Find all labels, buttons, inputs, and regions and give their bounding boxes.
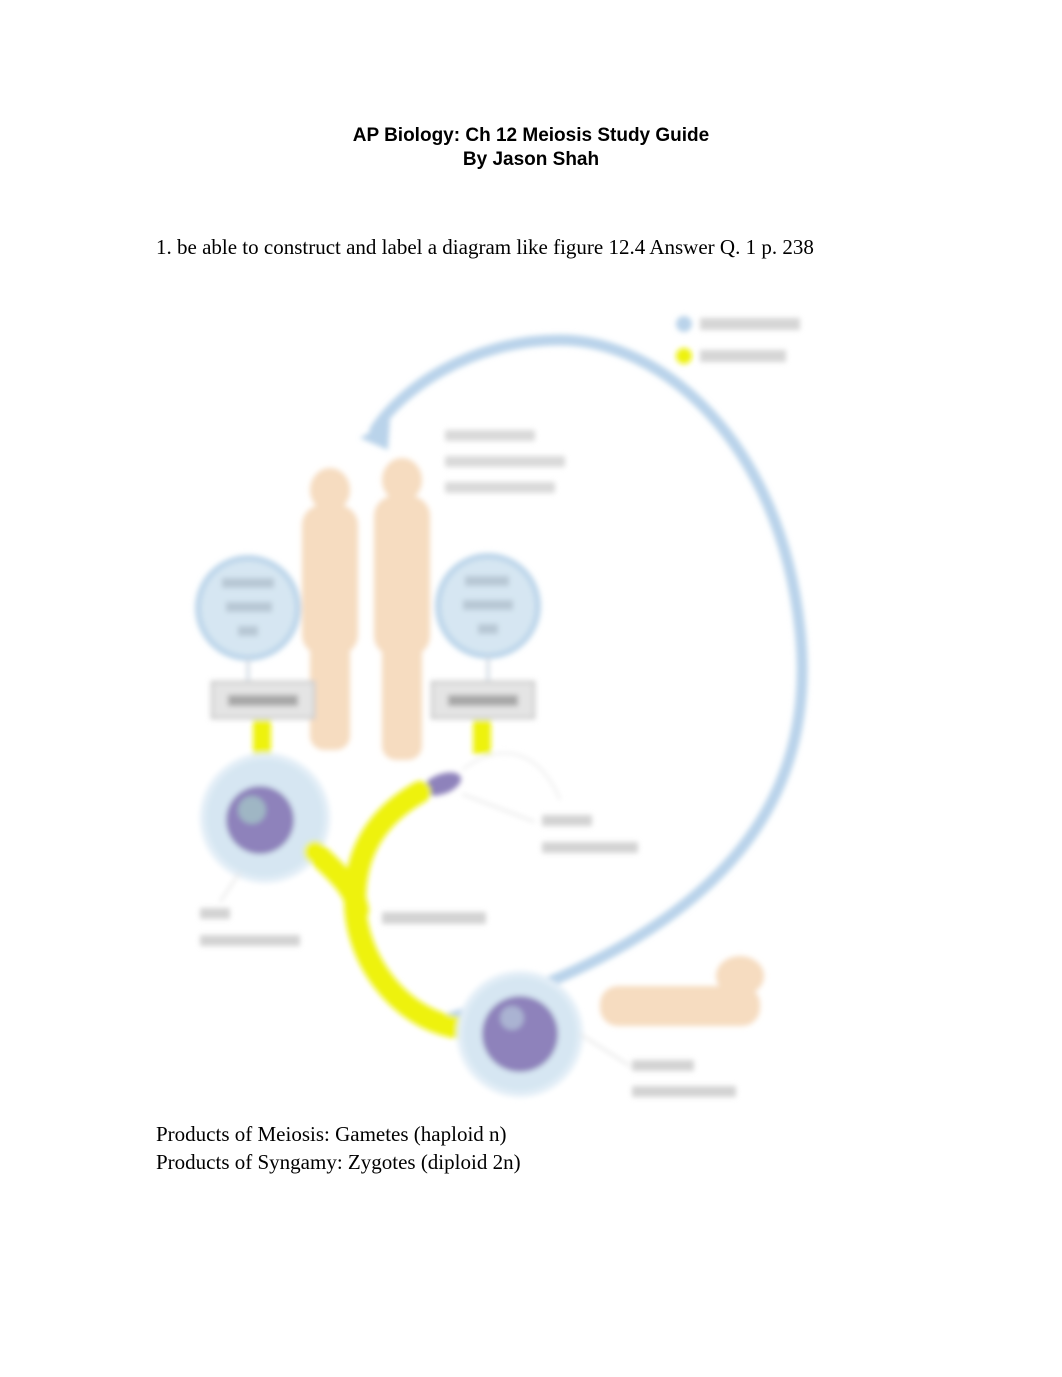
legend-diploid-label xyxy=(700,318,800,330)
answers: Products of Meiosis: Gametes (haploid n)… xyxy=(156,1120,521,1176)
page-author: By Jason Shah xyxy=(462,149,600,170)
fertilization-arrow xyxy=(343,781,471,1039)
legend-haploid-label xyxy=(700,350,786,362)
baby-figure xyxy=(600,956,764,1026)
male-gonad xyxy=(435,553,541,659)
label-egg xyxy=(200,908,300,946)
meiosis-box-right xyxy=(430,680,536,720)
life-cycle-diagram xyxy=(195,316,808,1097)
fertilization-arrow-branch xyxy=(304,841,369,921)
legend xyxy=(676,316,800,364)
legend-haploid-swatch xyxy=(676,348,692,364)
diploid-arrow-head xyxy=(360,420,390,450)
label-fertilization xyxy=(382,912,486,924)
female-gonad xyxy=(195,555,301,661)
egg-cell xyxy=(200,753,330,883)
haploid-arrow-left xyxy=(253,720,271,754)
label-sperm xyxy=(542,815,638,853)
annotation-organism xyxy=(445,430,565,493)
answer-syngamy: Products of Syngamy: Zygotes (diploid 2n… xyxy=(156,1150,521,1174)
title-block: AP Biology: Ch 12 Meiosis Study Guide By… xyxy=(0,124,1062,172)
answer-meiosis: Products of Meiosis: Gametes (haploid n) xyxy=(156,1122,507,1146)
diploid-arrow xyxy=(369,334,808,1024)
question-1: 1. be able to construct and label a diag… xyxy=(156,235,814,259)
legend-diploid-swatch xyxy=(676,316,692,332)
label-zygote xyxy=(632,1060,736,1097)
human-figures xyxy=(302,458,430,760)
meiosis-box-left xyxy=(210,680,316,720)
haploid-arrow-right xyxy=(473,720,491,754)
sperm-cell xyxy=(422,752,561,801)
page-title: AP Biology: Ch 12 Meiosis Study Guide xyxy=(352,125,710,146)
life-cycle-figure xyxy=(180,300,860,1120)
zygote-cell xyxy=(457,971,583,1097)
